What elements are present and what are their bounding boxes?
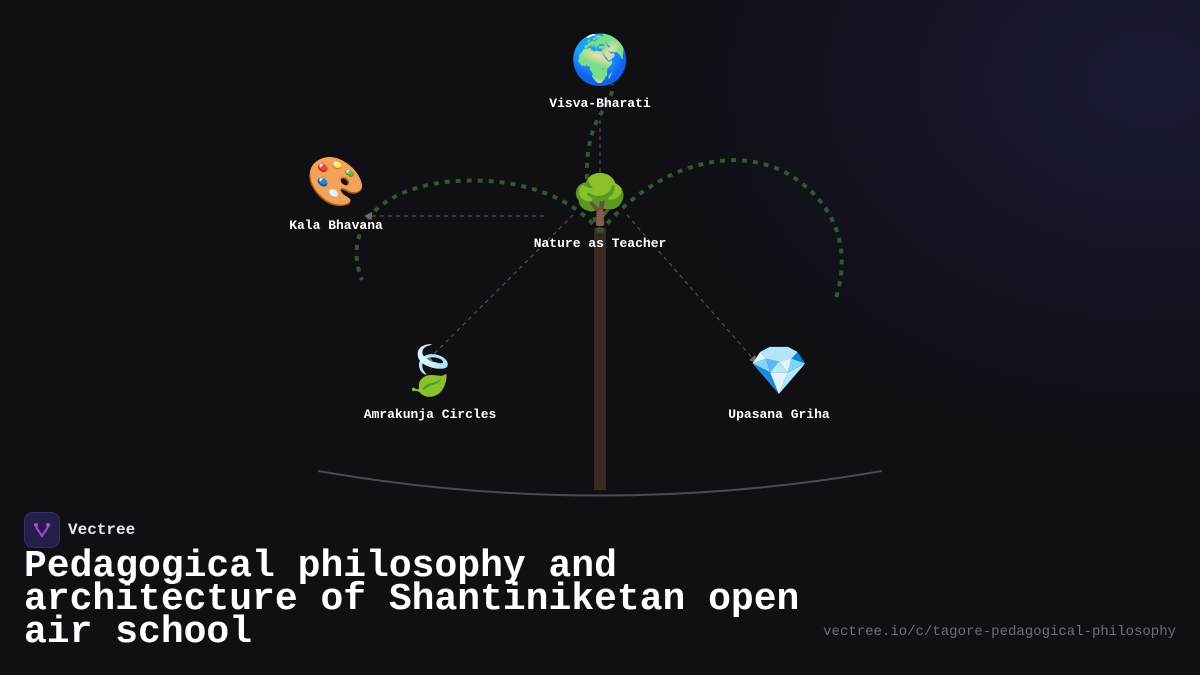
leaves-icon: 🍃 [400, 343, 460, 399]
vectree-logo-icon [24, 512, 60, 548]
node-label: Amrakunja Circles [363, 407, 497, 422]
vine-right [598, 158, 844, 299]
node-visva-bharati[interactable]: 🌍 Visva-Bharati [549, 32, 650, 111]
edge-to-amrakunja [424, 214, 574, 364]
vine-left [354, 178, 602, 281]
node-label: Visva-Bharati [549, 96, 651, 111]
vine-top [584, 83, 615, 233]
node-amrakunja-circles[interactable]: 🍃 Amrakunja Circles [364, 343, 497, 422]
node-kala-bhavana[interactable]: 🎨 Kala Bhavana [289, 154, 383, 233]
ground-curve [317, 470, 883, 497]
tree-icon: 🌳 [570, 172, 630, 228]
brand: Vectree [24, 512, 135, 548]
brand-name: Vectree [68, 521, 136, 539]
edge-to-upasana [626, 214, 758, 364]
globe-icon: 🌍 [570, 32, 630, 88]
node-label: Kala Bhavana [289, 218, 383, 233]
palette-icon: 🎨 [306, 154, 366, 210]
source-url[interactable]: vectree.io/c/tagore-pedagogical-philosop… [823, 624, 1176, 640]
node-label: Nature as Teacher [533, 236, 667, 251]
node-label: Upasana Griha [728, 407, 830, 422]
gem-icon: 💎 [749, 343, 809, 399]
page-title: Pedagogical philosophy and architecture … [24, 545, 800, 654]
tree-trunk [594, 228, 606, 490]
node-upasana-griha[interactable]: 💎 Upasana Griha [728, 343, 829, 422]
node-nature-as-teacher[interactable]: 🌳 Nature as Teacher [534, 172, 667, 251]
